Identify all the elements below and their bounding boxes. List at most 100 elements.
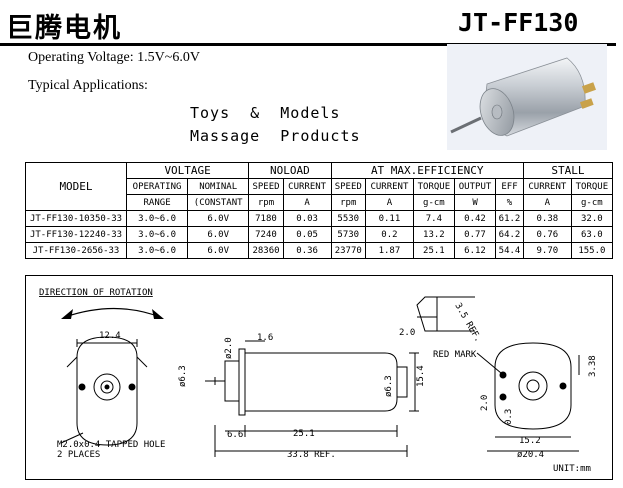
table-cell: 7240	[248, 226, 284, 243]
table-cell: 3.0~6.0	[125, 210, 189, 227]
table-cell: JT-FF130-2656-33	[25, 242, 127, 259]
dim-dia-20-4: ø20.4	[517, 450, 544, 460]
title-divider	[0, 43, 616, 46]
table-cell: JT-FF130-10350-33	[25, 210, 127, 227]
unit-cell: W	[453, 194, 497, 211]
unit-label: UNIT:mm	[553, 464, 591, 474]
typical-applications-label: Typical Applications:	[28, 78, 148, 93]
table-cell: 25.1	[412, 242, 455, 259]
subheader: TORQUE	[570, 178, 614, 195]
dim-6-6: 6.6	[227, 430, 243, 440]
table-cell: 5730	[330, 226, 367, 243]
table-cell: 6.0V	[187, 210, 250, 227]
dim-2-0-top: 2.0	[399, 328, 415, 338]
table-cell: 0.05	[282, 226, 332, 243]
brand-title: 巨腾电机	[6, 13, 122, 44]
spec-table: MODEL VOLTAGE NOLOAD AT MAX.EFFICIENCY S…	[25, 162, 614, 259]
subheader: NOMINAL	[187, 178, 250, 195]
table-cell: 0.38	[522, 210, 572, 227]
table-cell: 5530	[330, 210, 367, 227]
operating-voltage: Operating Voltage: 1.5V~6.0V	[28, 50, 200, 65]
subheader: TORQUE	[412, 178, 455, 195]
dim-15-4: 15.4	[416, 365, 426, 387]
unit-cell: g-cm	[570, 194, 614, 211]
table-cell: 0.03	[282, 210, 332, 227]
table-cell: 7180	[248, 210, 284, 227]
table-cell: 63.0	[570, 226, 614, 243]
dim-dia-6-3-right: ø6.3	[384, 375, 394, 397]
rear-view	[476, 342, 580, 452]
side-view	[205, 340, 419, 457]
unit-cell: (CONSTANT	[187, 194, 250, 211]
unit-cell: A	[522, 194, 572, 211]
table-cell: 0.77	[453, 226, 497, 243]
subheader: CURRENT	[522, 178, 572, 195]
table-cell: 6.0V	[187, 226, 250, 243]
rotation-label: DIRECTION OF ROTATION	[39, 288, 153, 298]
table-cell: 1.87	[365, 242, 414, 259]
application-item: Massage Products	[190, 127, 361, 145]
table-cell: 0.42	[453, 210, 497, 227]
subheader: SPEED	[248, 178, 284, 195]
table-cell: 61.2	[495, 210, 524, 227]
dim-dia-6-3-left: ø6.3	[178, 365, 188, 387]
table-cell: 54.4	[495, 242, 524, 259]
unit-cell: A	[282, 194, 332, 211]
unit-cell: g-cm	[412, 194, 455, 211]
table-row: JT-FF130-10350-33 3.0~6.0 6.0V 7180 0.03…	[25, 210, 614, 227]
model-header: MODEL	[25, 162, 127, 211]
group-stall: STALL	[522, 162, 614, 179]
group-voltage: VOLTAGE	[125, 162, 250, 179]
model-title: JT-FF130	[458, 8, 579, 37]
terminal-detail	[416, 296, 475, 332]
dim-dia-2: ø2.0	[224, 337, 234, 359]
subheader: OPERATING	[125, 178, 189, 195]
table-cell: 155.0	[570, 242, 614, 259]
hole-note: M2.0x0.4 TAPPED HOLE	[57, 440, 165, 450]
dim-1-6: 1.6	[257, 333, 273, 343]
subheader: SPEED	[330, 178, 367, 195]
unit-cell: rpm	[330, 194, 367, 211]
hole-note-places: 2 PLACES	[57, 450, 100, 460]
unit-cell: RANGE	[125, 194, 189, 211]
dim-12-4: 12.4	[99, 331, 121, 341]
table-cell: 32.0	[570, 210, 614, 227]
table-cell: 64.2	[495, 226, 524, 243]
table-cell: 13.2	[412, 226, 455, 243]
table-cell: 28360	[248, 242, 284, 259]
front-view	[60, 336, 148, 446]
table-cell: 3.0~6.0	[125, 226, 189, 243]
technical-drawing: DIRECTION OF ROTATION 12.4 M2.0x0.4 TAPP…	[25, 275, 613, 480]
red-mark-label: RED MARK	[433, 350, 477, 360]
dim-3-5-ref: 3.5 REF.	[452, 302, 482, 345]
table-cell: 0.76	[522, 226, 572, 243]
unit-cell: %	[495, 194, 524, 211]
group-max-efficiency: AT MAX.EFFICIENCY	[330, 162, 524, 179]
table-cell: 0.2	[365, 226, 414, 243]
dim-25-1: 25.1	[293, 429, 315, 439]
dim-0-3: 0.3	[504, 409, 514, 425]
dim-2-0-rear: 2.0	[480, 395, 490, 411]
subheader: OUTPUT	[453, 178, 497, 195]
dim-3-38: 3.38	[588, 355, 598, 377]
table-row: JT-FF130-12240-33 3.0~6.0 6.0V 7240 0.05…	[25, 226, 614, 243]
subheader: CURRENT	[365, 178, 414, 195]
unit-cell: rpm	[248, 194, 284, 211]
group-noload: NOLOAD	[248, 162, 332, 179]
table-cell: 23770	[330, 242, 367, 259]
rotation-arrow-icon	[64, 307, 161, 318]
motor-photo	[447, 44, 607, 150]
table-cell: 6.0V	[187, 242, 250, 259]
table-row: JT-FF130-2656-33 3.0~6.0 6.0V 28360 0.36…	[25, 242, 614, 259]
table-cell: 0.11	[365, 210, 414, 227]
table-cell: 3.0~6.0	[125, 242, 189, 259]
table-cell: 9.70	[522, 242, 572, 259]
unit-cell: A	[365, 194, 414, 211]
application-item: Toys & Models	[190, 104, 341, 122]
table-cell: JT-FF130-12240-33	[25, 226, 127, 243]
subheader: EFF	[495, 178, 524, 195]
table-cell: 7.4	[412, 210, 455, 227]
subheader: CURRENT	[282, 178, 332, 195]
dim-15-2: 15.2	[519, 436, 541, 446]
table-cell: 0.36	[282, 242, 332, 259]
